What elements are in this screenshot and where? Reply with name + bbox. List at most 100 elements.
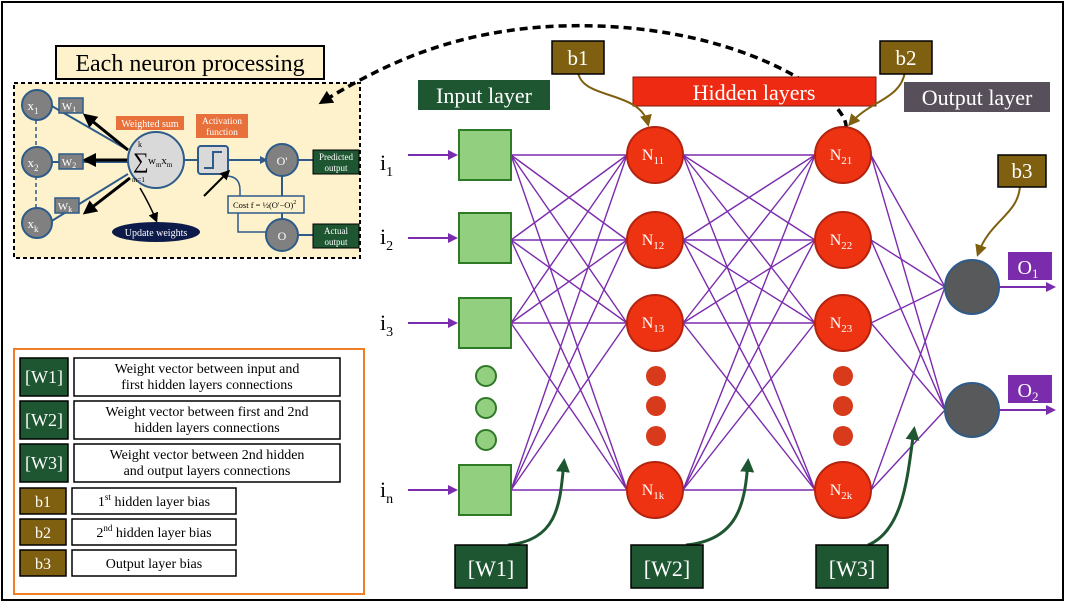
neuron-n21-label: N21 — [830, 147, 853, 167]
legend-desc-w3-2: and output layers connections — [124, 464, 291, 479]
sum-bottom: m=1 — [132, 176, 145, 184]
wk-box — [54, 197, 80, 214]
output-tag-1 — [1008, 252, 1052, 280]
update-weights-oval — [112, 222, 200, 242]
neuron-n2k — [814, 461, 872, 519]
hidden-layers-tag — [632, 76, 877, 107]
input-label-1: i1 — [380, 150, 393, 180]
input-label-n: in — [380, 477, 393, 507]
edge-input-hidden1 — [510, 154, 628, 241]
output-label-1: O1 — [1018, 257, 1039, 281]
x1-label: x1 — [28, 98, 39, 116]
neuron-n13 — [626, 294, 684, 352]
neuron-n1k — [626, 461, 684, 519]
legend-key-b1 — [19, 487, 67, 515]
b1-label: b1 — [568, 46, 589, 70]
x2-node — [21, 146, 53, 178]
cost-function-box — [227, 195, 305, 214]
output-node-2 — [944, 382, 1000, 438]
legend-key-w2 — [19, 400, 69, 440]
output-layer-tag — [904, 82, 1050, 112]
w2-pointer-arrow — [685, 458, 755, 547]
hidden-layer-1: N11 N12 N13 N1k — [626, 126, 684, 519]
b2-box — [879, 40, 933, 75]
output-tag-2 — [1008, 375, 1052, 403]
w3-box — [815, 544, 889, 589]
xk-node — [21, 207, 53, 239]
edge-input-hidden1 — [510, 154, 628, 324]
legend-key-w1-text: [W1] — [25, 367, 63, 387]
predicted-output-2: output — [324, 163, 348, 173]
legend-desc-w1-1: Weight vector between input and — [115, 362, 300, 377]
w1-box — [454, 544, 528, 589]
edge-hidden2-output — [870, 154, 946, 411]
w2-label: W2 — [62, 157, 76, 170]
legend-desc-b1-box — [71, 487, 237, 515]
sum-top: k — [138, 140, 142, 149]
input-node-1 — [458, 129, 512, 181]
b1-arrow — [577, 71, 652, 127]
w1-box — [58, 97, 84, 114]
legend-key-w1 — [19, 357, 69, 397]
actual-output-box — [312, 223, 360, 249]
weighted-sum-label: Weighted sum — [121, 119, 178, 130]
edge-hidden2-output — [870, 322, 946, 411]
sigma-symbol: ∑ — [133, 148, 149, 173]
edge-hidden1-hidden2 — [682, 239, 816, 491]
legend-desc-b2: 2nd hidden layer bias — [96, 523, 211, 541]
actual-output-1: Actual — [324, 226, 348, 236]
output-layer-label: Output layer — [922, 85, 1033, 110]
network-edges — [510, 154, 946, 491]
w3-pointer-arrow — [867, 426, 920, 547]
inset-line-xk — [49, 173, 129, 223]
update-weights-arrow — [139, 187, 159, 223]
input-ellipsis-dot — [475, 397, 497, 419]
input-layer-tag — [418, 80, 550, 110]
neuron-n1k-label: N1k — [642, 482, 665, 502]
b3-label: b3 — [1012, 159, 1033, 183]
edge-hidden2-output — [870, 154, 946, 288]
legend-desc-w3-box — [73, 443, 341, 483]
neuron-n22-label: N22 — [830, 232, 853, 252]
update-arrow-wk — [82, 176, 131, 215]
legend-desc-w1-box — [73, 357, 341, 397]
neuron-n2k-label: N2k — [830, 482, 853, 502]
legend-key-b2 — [19, 518, 67, 546]
legend-desc-b3-box — [71, 549, 237, 577]
hidden-layers-label: Hidden layers — [693, 80, 816, 105]
input-layer-label: Input layer — [436, 83, 533, 108]
neuron-n13-label: N13 — [642, 315, 665, 335]
b1-box — [551, 40, 605, 75]
neuron-n12 — [626, 211, 684, 269]
edge-hidden2-output — [870, 286, 946, 324]
legend-desc-w1-2: first hidden layers connections — [121, 378, 292, 393]
edge-hidden1-hidden2 — [682, 322, 816, 491]
hidden1-ellipsis-dot — [646, 396, 666, 416]
legend-key-w3-text: [W3] — [25, 453, 63, 473]
w3-label: [W3] — [829, 556, 875, 581]
hidden-layer-2: N21 N22 N23 N2k — [814, 126, 872, 519]
cost-function: Cost f = ½(O'−O)2 — [233, 200, 296, 210]
hidden2-ellipsis-dot — [833, 366, 853, 386]
edge-hidden2-output — [870, 409, 946, 491]
legend-desc-b1: 1st hidden layer bias — [98, 492, 210, 510]
wk-label: Wk — [58, 201, 72, 214]
x1-node — [21, 89, 53, 121]
edge-input-hidden1 — [510, 239, 628, 324]
predicted-output-box — [312, 149, 360, 175]
hidden2-ellipsis-dot — [833, 396, 853, 416]
legend-desc-w3-1: Weight vector between 2nd hidden — [110, 448, 305, 463]
actual-node-label: O — [278, 229, 287, 243]
input-nodes — [458, 129, 512, 516]
b2-label: b2 — [896, 46, 917, 70]
weighted-sum-tag — [116, 116, 184, 130]
edge-hidden1-hidden2 — [682, 154, 816, 241]
input-label-2: i2 — [380, 224, 393, 254]
inset-title-box — [55, 45, 325, 80]
neuron-n21 — [814, 126, 872, 184]
actual-output-2: output — [324, 237, 348, 247]
step-function-icon — [204, 151, 222, 169]
neuron-n11-label: N11 — [642, 147, 664, 167]
neuron-n12-label: N12 — [642, 232, 665, 252]
